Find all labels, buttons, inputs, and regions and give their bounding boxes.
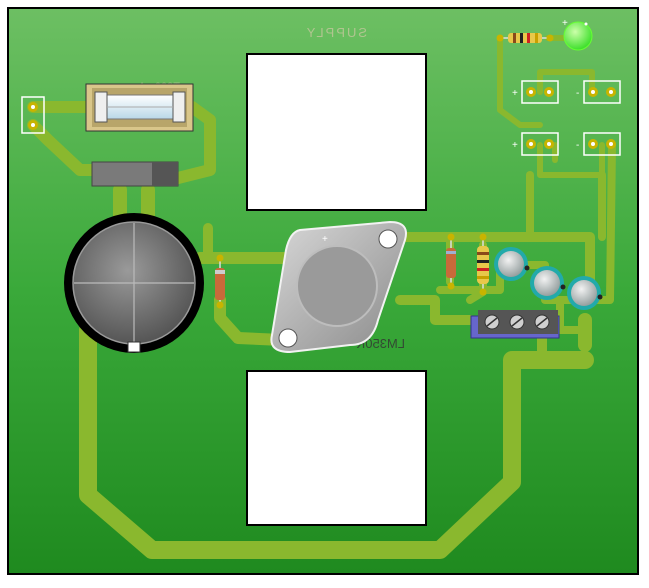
power-led: + xyxy=(562,18,593,51)
svg-text:+: + xyxy=(322,234,328,245)
input-connector xyxy=(21,96,45,134)
capacitor-c2 xyxy=(494,247,530,281)
output-terminal-4: - xyxy=(576,132,621,156)
capacitor-c3 xyxy=(530,266,566,300)
copper-traces xyxy=(27,35,616,559)
terminal4-minus: - xyxy=(576,140,579,151)
diode-d1 xyxy=(215,254,225,309)
supply-label: SUPPLY xyxy=(305,25,367,40)
terminal1-plus: + xyxy=(512,88,518,99)
bridge-rectifier xyxy=(91,161,179,187)
heatsink-cutout-top xyxy=(246,53,427,211)
resistor-led xyxy=(496,33,554,43)
filter-capacitor xyxy=(64,213,204,353)
led-plus-label: + xyxy=(562,18,568,29)
trimmer-potentiometer xyxy=(470,310,560,339)
regulator-label: LM350K xyxy=(356,336,405,351)
heatsink-cutout-bottom xyxy=(246,370,427,526)
lm350k-regulator: + xyxy=(270,220,407,354)
terminal3-plus: + xyxy=(512,140,518,151)
output-terminal-3: + xyxy=(512,132,559,156)
output-terminal-2: - xyxy=(576,80,621,104)
output-terminal-1: + xyxy=(512,80,559,104)
capacitor-c4 xyxy=(567,276,603,310)
resistor-r2 xyxy=(446,233,456,290)
resistor-r1 xyxy=(477,233,489,296)
fuse-holder xyxy=(85,83,194,132)
terminal2-minus: - xyxy=(576,88,579,99)
